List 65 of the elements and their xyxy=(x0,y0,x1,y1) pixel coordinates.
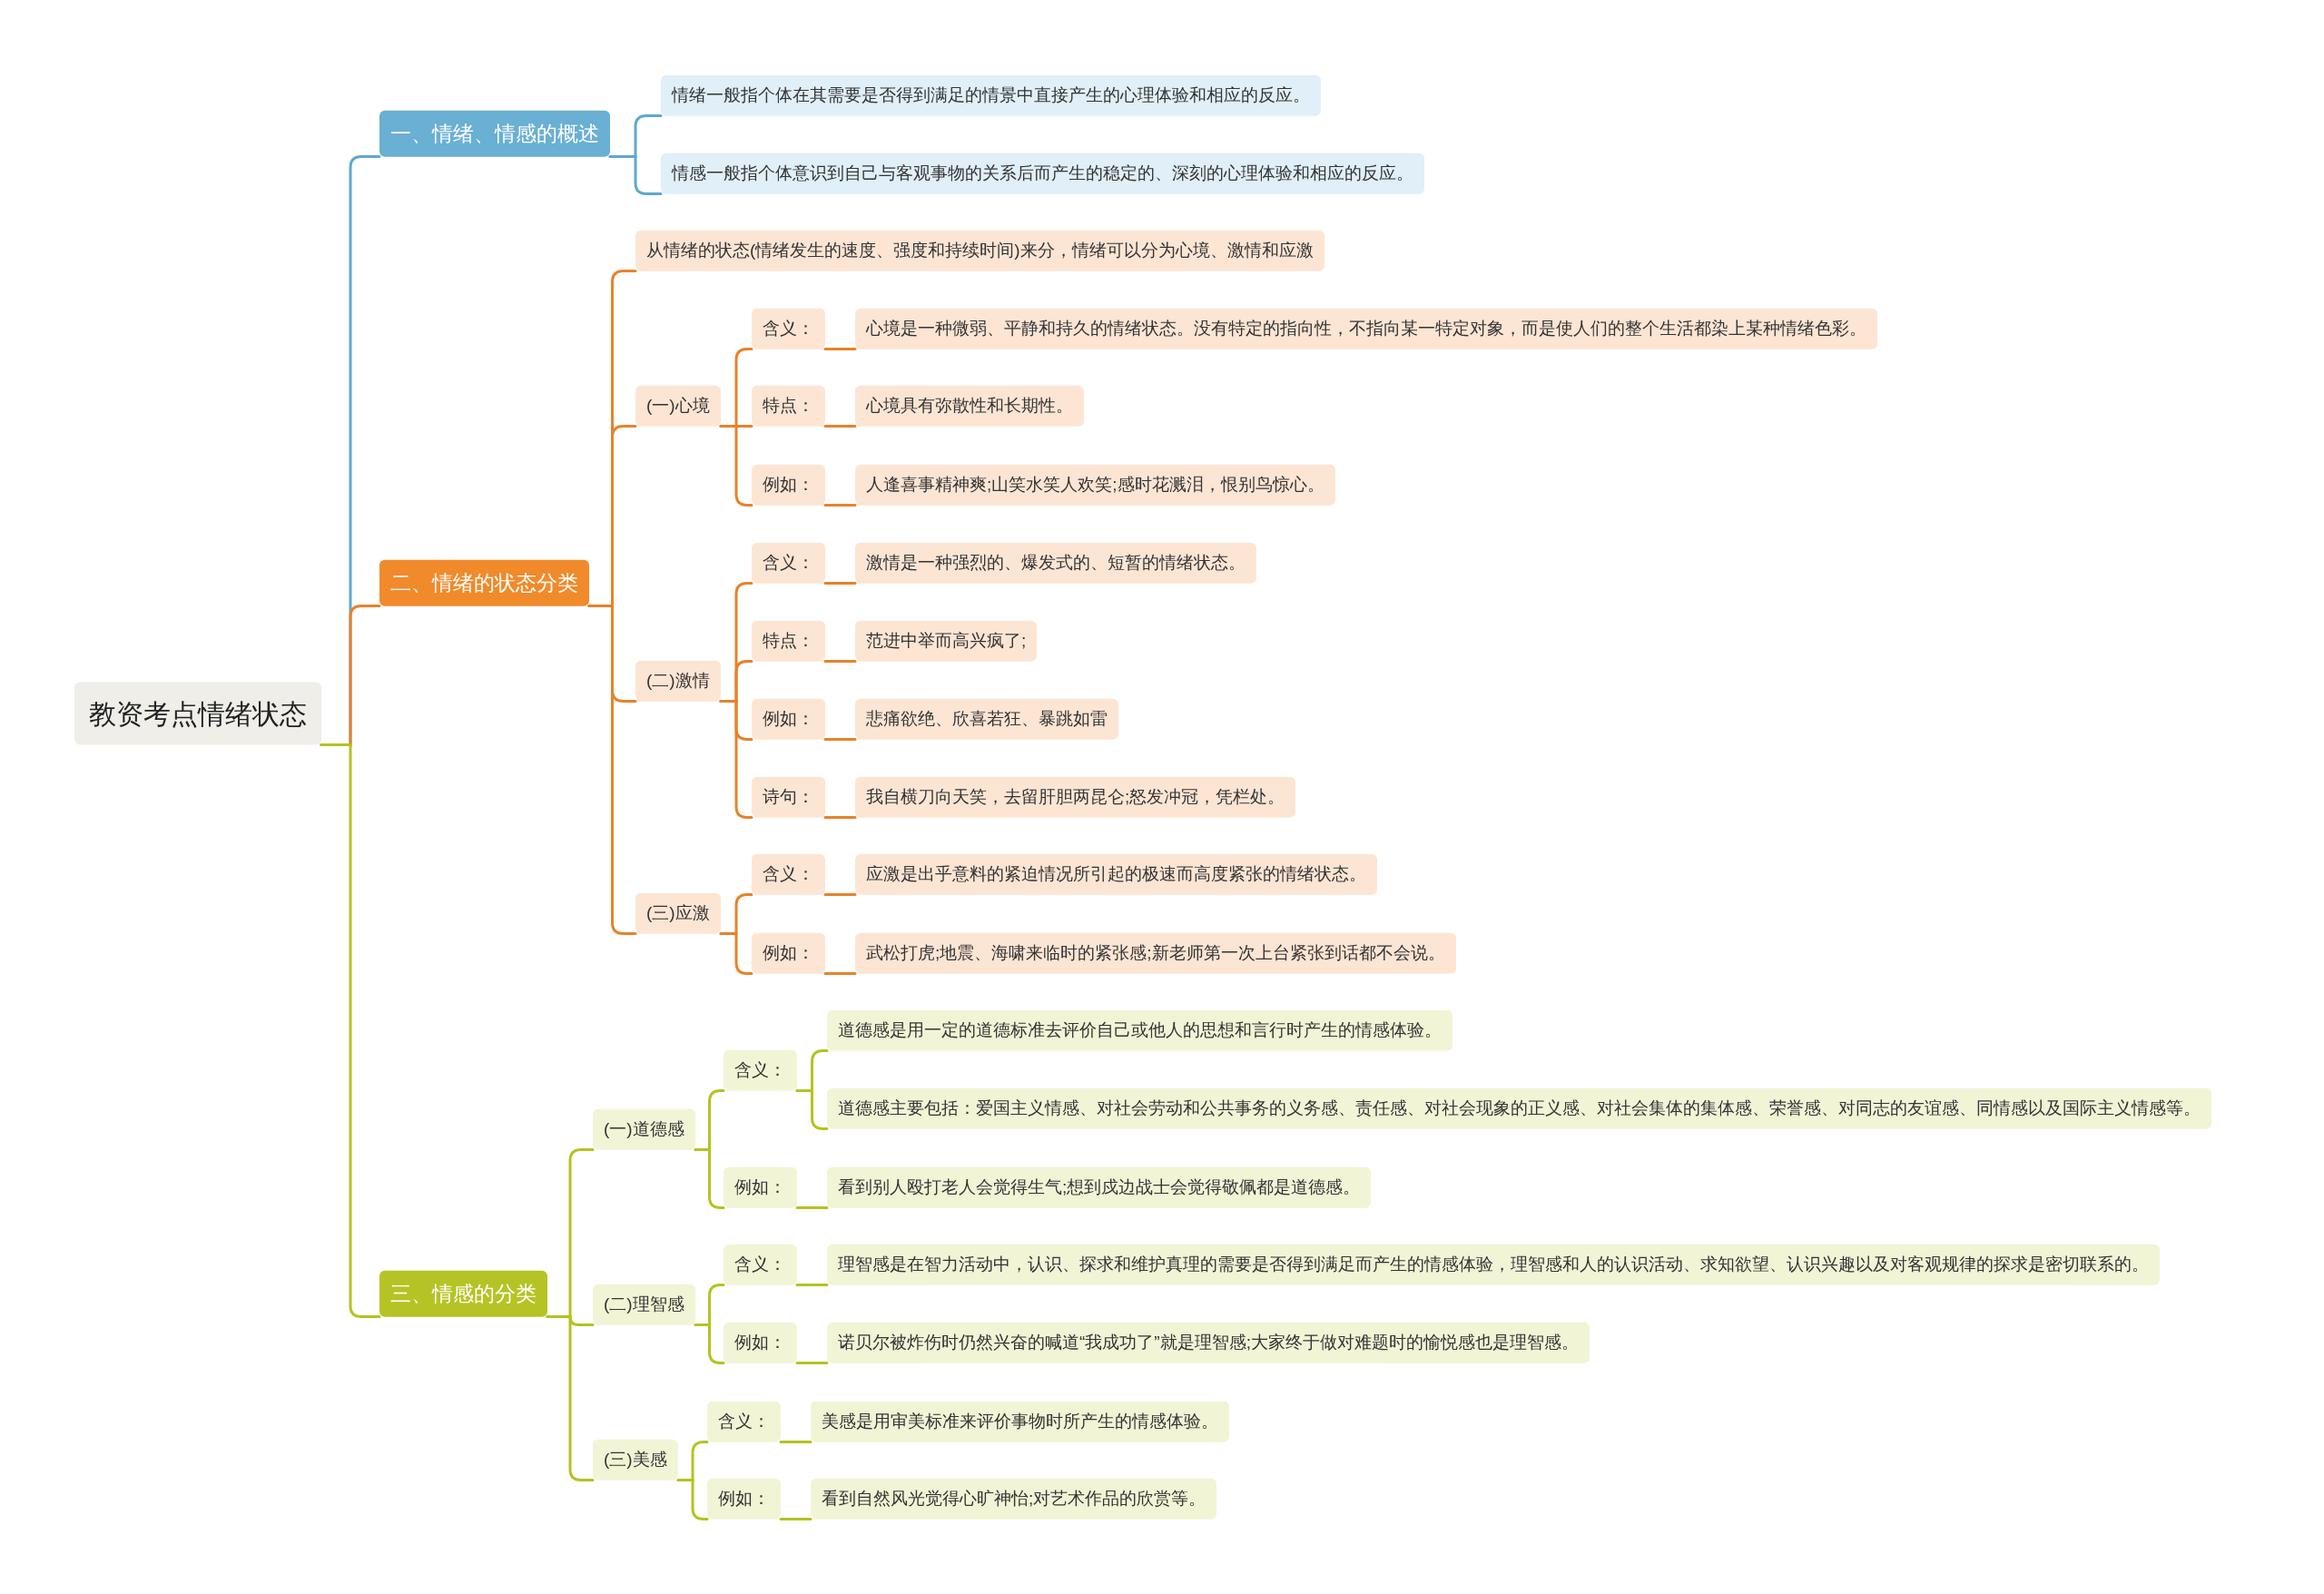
detail-box: 悲痛欲绝、欣喜若狂、暴跳如雷 xyxy=(855,698,1118,740)
connector-line xyxy=(823,504,857,507)
connector-line xyxy=(823,738,857,741)
connector-line xyxy=(779,1441,812,1443)
field-label: 例如： xyxy=(724,1166,797,1208)
detail-box: 从情绪的状态(情绪发生的速度、强度和持续时间)来分，情绪可以分为心境、激情和应激 xyxy=(635,230,1324,271)
detail-box: 看到自然风光觉得心旷神怡;对艺术作品的欣赏等。 xyxy=(811,1478,1217,1520)
connector-line xyxy=(795,1206,829,1209)
field-label: 例如： xyxy=(724,1322,797,1363)
connector-line xyxy=(546,1315,595,1481)
field-label: 例如： xyxy=(752,464,825,506)
detail-box: 激情是一种强烈的、爆发式的、短暂的情绪状态。 xyxy=(855,542,1256,584)
field-label: 含义： xyxy=(752,853,825,895)
main-branch: 三、情感的分类 xyxy=(379,1270,547,1317)
connector-line xyxy=(676,1479,709,1520)
detail-box: 武松打虎;地震、海啸来临时的紧张感;新老师第一次上台紧张到话都不会说。 xyxy=(855,932,1456,974)
root-topic: 教资考点情绪状态 xyxy=(74,682,321,745)
connector-line xyxy=(823,816,857,819)
field-label: 特点： xyxy=(752,620,825,662)
field-label: 例如： xyxy=(752,932,825,974)
detail-box: 诺贝尔被炸伤时仍然兴奋的喊道“我成功了”就是理智感;大家终于做对难题时的愉悦感也是理智感。 xyxy=(827,1322,1590,1363)
connector-line xyxy=(823,425,857,428)
subtopic-box: (一)心境 xyxy=(635,385,721,427)
detail-box: 范进中举而高兴疯了; xyxy=(855,620,1038,662)
detail-box: 理智感是在智力活动中，认识、探求和维护真理的需要是否得到满足而产生的情感体验，理智感和人的认识活动、求知欲望、认识兴趣以及对客观规律的探求是密切联系的。 xyxy=(827,1244,2160,1285)
detail-box: 道德感主要包括：爱国主义情感、对社会劳动和公共事务的义务感、责任感、对社会现象的正义感、对社会集体的集体感、荣誉感、对同志的友谊感、同情感以及国际主义情感等。 xyxy=(827,1087,2211,1129)
field-label: 含义： xyxy=(724,1049,797,1091)
field-label: 例如： xyxy=(752,698,825,740)
detail-box: 情绪一般指个体在其需要是否得到满足的情景中直接产生的心理体验和相应的反应。 xyxy=(661,74,1321,116)
connector-line xyxy=(779,1518,812,1520)
connector-line xyxy=(608,155,663,195)
detail-box: 心境具有弥散性和长期性。 xyxy=(855,385,1084,427)
connector-line xyxy=(823,582,857,585)
main-branch: 一、情绪、情感的概述 xyxy=(379,110,610,157)
subtopic-box: (三)应激 xyxy=(635,892,721,934)
field-label: 特点： xyxy=(752,385,825,427)
detail-box: 道德感是用一定的道德标准去评价自己或他人的思想和言行时产生的情感体验。 xyxy=(827,1009,1452,1051)
connector-line xyxy=(823,660,857,663)
subtopic-box: (一)道德感 xyxy=(593,1108,695,1150)
field-label: 诗句： xyxy=(752,776,825,818)
connector-line xyxy=(823,348,857,350)
detail-box: 人逢喜事精神爽;山笑水笑人欢笑;感时花溅泪，恨别鸟惊心。 xyxy=(855,464,1335,506)
field-label: 含义： xyxy=(724,1244,797,1285)
connector-line xyxy=(795,1362,829,1364)
field-label: 含义： xyxy=(707,1401,781,1442)
connector-line xyxy=(795,1284,829,1286)
detail-box: 心境是一种微弱、平静和持久的情绪状态。没有特定的指向性，不指向某一特定对象，而是使人们的整个生活都染上某种情绪色彩。 xyxy=(855,308,1877,349)
connector-line xyxy=(587,605,637,935)
subtopic-box: (二)理智感 xyxy=(593,1284,695,1325)
connector-line xyxy=(694,1323,725,1364)
connector-line xyxy=(719,932,753,975)
field-label: 含义： xyxy=(752,308,825,349)
field-label: 含义： xyxy=(752,542,825,584)
detail-box: 美感是用审美标准来评价事物时所产生的情感体验。 xyxy=(811,1401,1229,1442)
detail-box: 情感一般指个体意识到自己与客观事物的关系后而产生的稳定的、深刻的心理体验和相应的反应。 xyxy=(661,153,1424,194)
connector-line xyxy=(823,893,857,896)
detail-box: 看到别人殴打老人会觉得生气;想到戍边战士会觉得敬佩都是道德感。 xyxy=(827,1166,1372,1208)
detail-box: 应激是出乎意料的紧迫情况所引起的极速而高度紧张的情绪状态。 xyxy=(855,853,1377,895)
field-label: 例如： xyxy=(707,1478,781,1520)
connector-line xyxy=(823,972,857,975)
main-branch: 二、情绪的状态分类 xyxy=(379,559,589,606)
detail-box: 我自横刀向天笑，去留肝胆两昆仑;怒发冲冠，凭栏处。 xyxy=(855,776,1296,818)
subtopic-box: (二)激情 xyxy=(635,660,721,702)
subtopic-box: (三)美感 xyxy=(593,1439,678,1481)
connector-line xyxy=(795,1089,829,1130)
